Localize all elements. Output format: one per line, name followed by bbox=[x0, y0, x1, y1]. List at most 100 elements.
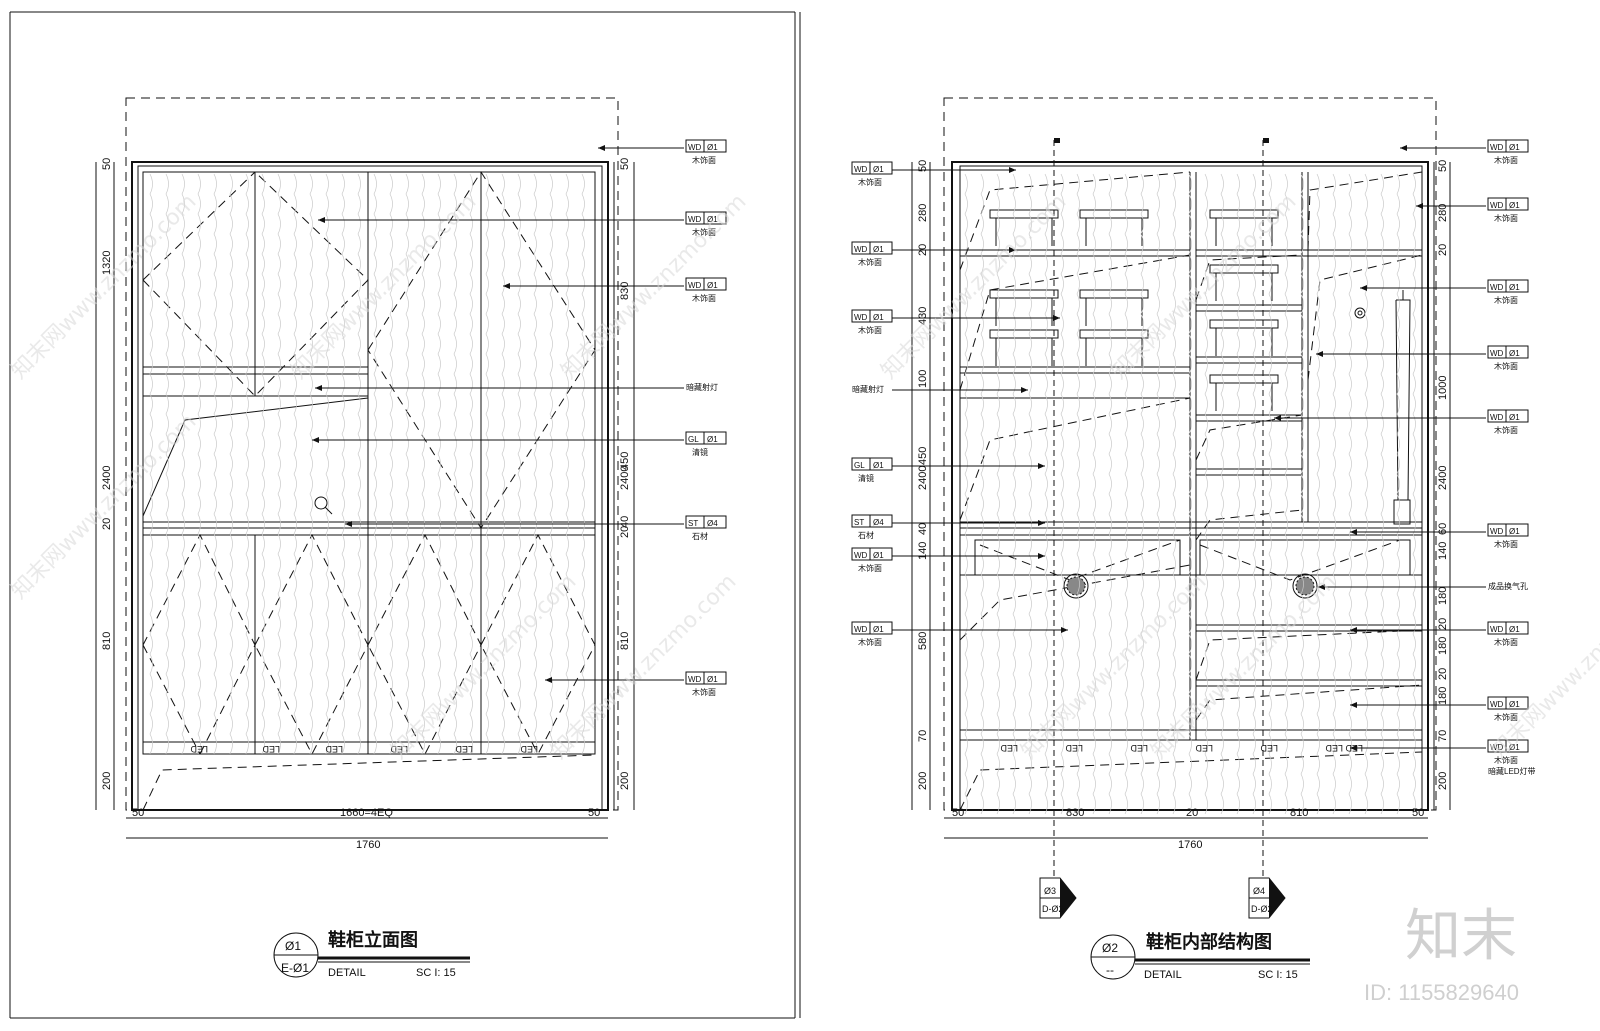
material-desc: 暗藏射灯 bbox=[852, 384, 884, 394]
led-label: LED bbox=[1325, 743, 1343, 753]
brand-logo-text: 知末 bbox=[1405, 904, 1517, 967]
material-desc: 木饰面 bbox=[1494, 295, 1518, 305]
led-label: LED bbox=[455, 744, 473, 754]
dimension-label: 140 bbox=[917, 542, 929, 560]
material-number: Ø1 bbox=[1509, 527, 1520, 536]
dimension-label: 40 bbox=[619, 516, 631, 528]
material-desc: 木饰面 bbox=[692, 227, 716, 237]
section-marker-number: Ø4 bbox=[1253, 886, 1265, 896]
svg-text:知末网www.znzmo.com: 知末网www.znzmo.com bbox=[547, 569, 742, 764]
material-tag: 暗藏射灯 bbox=[852, 384, 884, 394]
material-number: Ø1 bbox=[1509, 743, 1520, 752]
led-label: LED bbox=[520, 744, 538, 754]
material-desc: 清镜 bbox=[858, 473, 874, 483]
left-title-block: Ø1 E-Ø1 鞋柜立面图 DETAIL SC I: 15 bbox=[273, 929, 470, 979]
led-label: LED bbox=[1000, 743, 1018, 753]
dimension-label: 450 bbox=[619, 452, 631, 470]
dimension-label: 200 bbox=[1437, 772, 1449, 790]
dimension-label: 2400 bbox=[101, 466, 113, 490]
material-number: Ø1 bbox=[1509, 201, 1520, 210]
material-code: WD bbox=[854, 245, 868, 254]
material-code: WD bbox=[1490, 625, 1504, 634]
left-detail-label: DETAIL bbox=[328, 967, 366, 979]
material-desc: 木饰面 bbox=[1494, 213, 1518, 223]
material-code: WD bbox=[854, 625, 868, 634]
dimension-label: 50 bbox=[619, 158, 631, 170]
watermark: 知末网www.znzmo.com 知末网www.znzmo.com 知末网www… bbox=[7, 189, 1600, 764]
svg-text:知末网www.znzmo.com: 知末网www.znzmo.com bbox=[1487, 569, 1600, 764]
left-detail-number: Ø1 bbox=[285, 939, 301, 953]
vent-icon bbox=[1292, 573, 1318, 599]
dimension-label: 2400 bbox=[619, 466, 631, 490]
led-label: LED bbox=[325, 744, 343, 754]
dimension-label: 2400 bbox=[917, 466, 929, 490]
led-label: LED bbox=[190, 744, 208, 754]
brand-id: ID: 1155829640 bbox=[1364, 980, 1519, 1005]
dimension-label: 20 bbox=[1437, 668, 1449, 680]
material-number: Ø1 bbox=[1509, 283, 1520, 292]
material-desc: 木饰面 bbox=[1494, 539, 1518, 549]
material-code: WD bbox=[1490, 527, 1504, 536]
material-desc: 暗藏LED灯带 bbox=[1488, 766, 1536, 776]
material-number: Ø1 bbox=[1509, 349, 1520, 358]
dim-bottom-left-c: 50 bbox=[588, 807, 600, 819]
dim-bottom-right-a: 50 bbox=[952, 807, 964, 819]
led-label: LED bbox=[1065, 743, 1083, 753]
material-code: WD bbox=[1490, 743, 1504, 752]
dimension-label: 50 bbox=[917, 160, 929, 172]
dimension-label: 20 bbox=[101, 518, 113, 530]
material-desc: 木饰面 bbox=[1494, 712, 1518, 722]
material-number: Ø1 bbox=[707, 215, 718, 224]
vent-icon bbox=[1063, 573, 1089, 599]
material-number: Ø1 bbox=[1509, 143, 1520, 152]
section-marker: Ø4 D-Ø2 bbox=[1248, 877, 1286, 919]
material-desc: 木饰面 bbox=[858, 563, 882, 573]
material-desc: 木饰面 bbox=[1494, 425, 1518, 435]
material-code: WD bbox=[1490, 143, 1504, 152]
dim-bottom-right-total: 1760 bbox=[1178, 839, 1202, 851]
material-desc: 暗藏射灯 bbox=[686, 382, 718, 392]
material-desc: 木饰面 bbox=[692, 293, 716, 303]
material-number: Ø1 bbox=[873, 625, 884, 634]
right-detail-number: Ø2 bbox=[1102, 941, 1118, 955]
right-elevation: LEDLEDLEDLEDLEDLEDLED 50 830 20 810 50 1… bbox=[851, 97, 1536, 981]
material-desc: 石材 bbox=[692, 531, 708, 541]
dimension-label: 20 bbox=[619, 526, 631, 538]
material-desc: 木饰面 bbox=[858, 637, 882, 647]
material-code: GL bbox=[854, 461, 865, 470]
right-sheet-ref: -- bbox=[1106, 963, 1114, 977]
dimension-label: 450 bbox=[917, 447, 929, 465]
material-code: WD bbox=[1490, 349, 1504, 358]
wood-grain bbox=[149, 173, 585, 755]
led-label: LED bbox=[262, 744, 280, 754]
material-code: WD bbox=[854, 551, 868, 560]
material-code: ST bbox=[854, 518, 864, 527]
material-number: Ø1 bbox=[1509, 413, 1520, 422]
dimension-label: 430 bbox=[917, 307, 929, 325]
dimension-label: 2400 bbox=[1437, 466, 1449, 490]
hanger-icon bbox=[1354, 290, 1411, 525]
material-desc: 木饰面 bbox=[1494, 637, 1518, 647]
brand-logo: 知末 ID: 1155829640 bbox=[1364, 904, 1519, 1005]
dimension-label: 280 bbox=[917, 204, 929, 222]
dimension-label: 810 bbox=[619, 632, 631, 650]
dim-bottom-right-b: 830 bbox=[1066, 807, 1084, 819]
svg-text:知末网www.znzmo.com: 知末网www.znzmo.com bbox=[877, 189, 1072, 384]
dimension-label: 70 bbox=[1437, 730, 1449, 742]
material-tag: WD Ø1 木饰面 bbox=[1487, 523, 1529, 549]
dimension-label: 40 bbox=[917, 523, 929, 535]
material-desc: 木饰面 bbox=[692, 687, 716, 697]
dim-bottom-left-total: 1760 bbox=[356, 839, 380, 851]
material-number: Ø1 bbox=[873, 551, 884, 560]
svg-text:知末网www.znzmo.com: 知末网www.znzmo.com bbox=[7, 409, 202, 604]
